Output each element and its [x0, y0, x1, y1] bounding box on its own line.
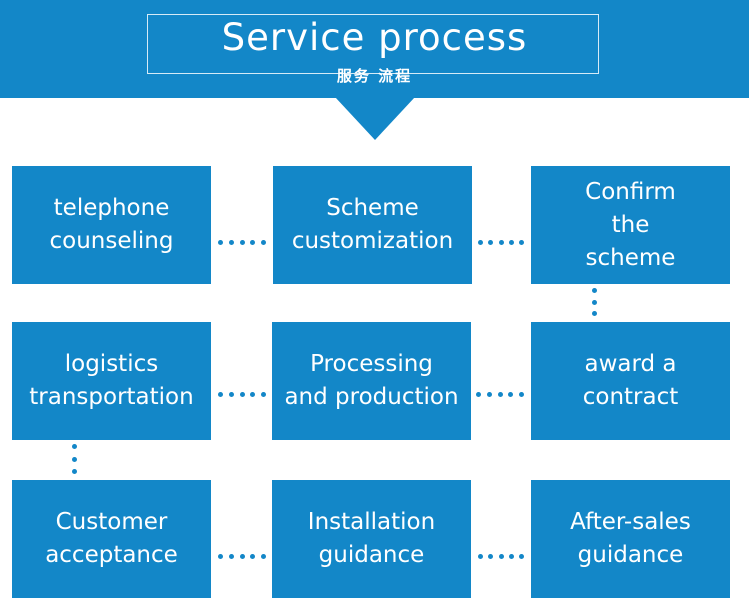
- connector-dots: [476, 391, 524, 397]
- connector-dots: [218, 239, 266, 245]
- step-confirm-scheme: Confirm the scheme: [531, 166, 730, 284]
- connector-dots: [478, 553, 524, 559]
- connector-dots: [591, 288, 597, 316]
- step-award-contract: award a contract: [531, 322, 730, 440]
- header-banner: [0, 0, 749, 98]
- connector-dots: [71, 444, 77, 474]
- step-processing-production: Processing and production: [272, 322, 471, 440]
- step-customer-acceptance: Customer acceptance: [12, 480, 211, 598]
- step-installation-guidance: Installation guidance: [272, 480, 471, 598]
- step-logistics-transportation: logistics transportation: [12, 322, 211, 440]
- connector-dots: [478, 239, 524, 245]
- step-telephone-counseling: telephone counseling: [12, 166, 211, 284]
- title-frame: [147, 14, 599, 74]
- connector-dots: [218, 553, 266, 559]
- down-arrow-icon: [335, 97, 415, 140]
- connector-dots: [218, 391, 266, 397]
- page-subtitle: 服务 流程: [336, 67, 413, 85]
- step-scheme-customization: Scheme customization: [273, 166, 472, 284]
- step-after-sales-guidance: After-sales guidance: [531, 480, 730, 598]
- page-title: Service process: [221, 16, 528, 59]
